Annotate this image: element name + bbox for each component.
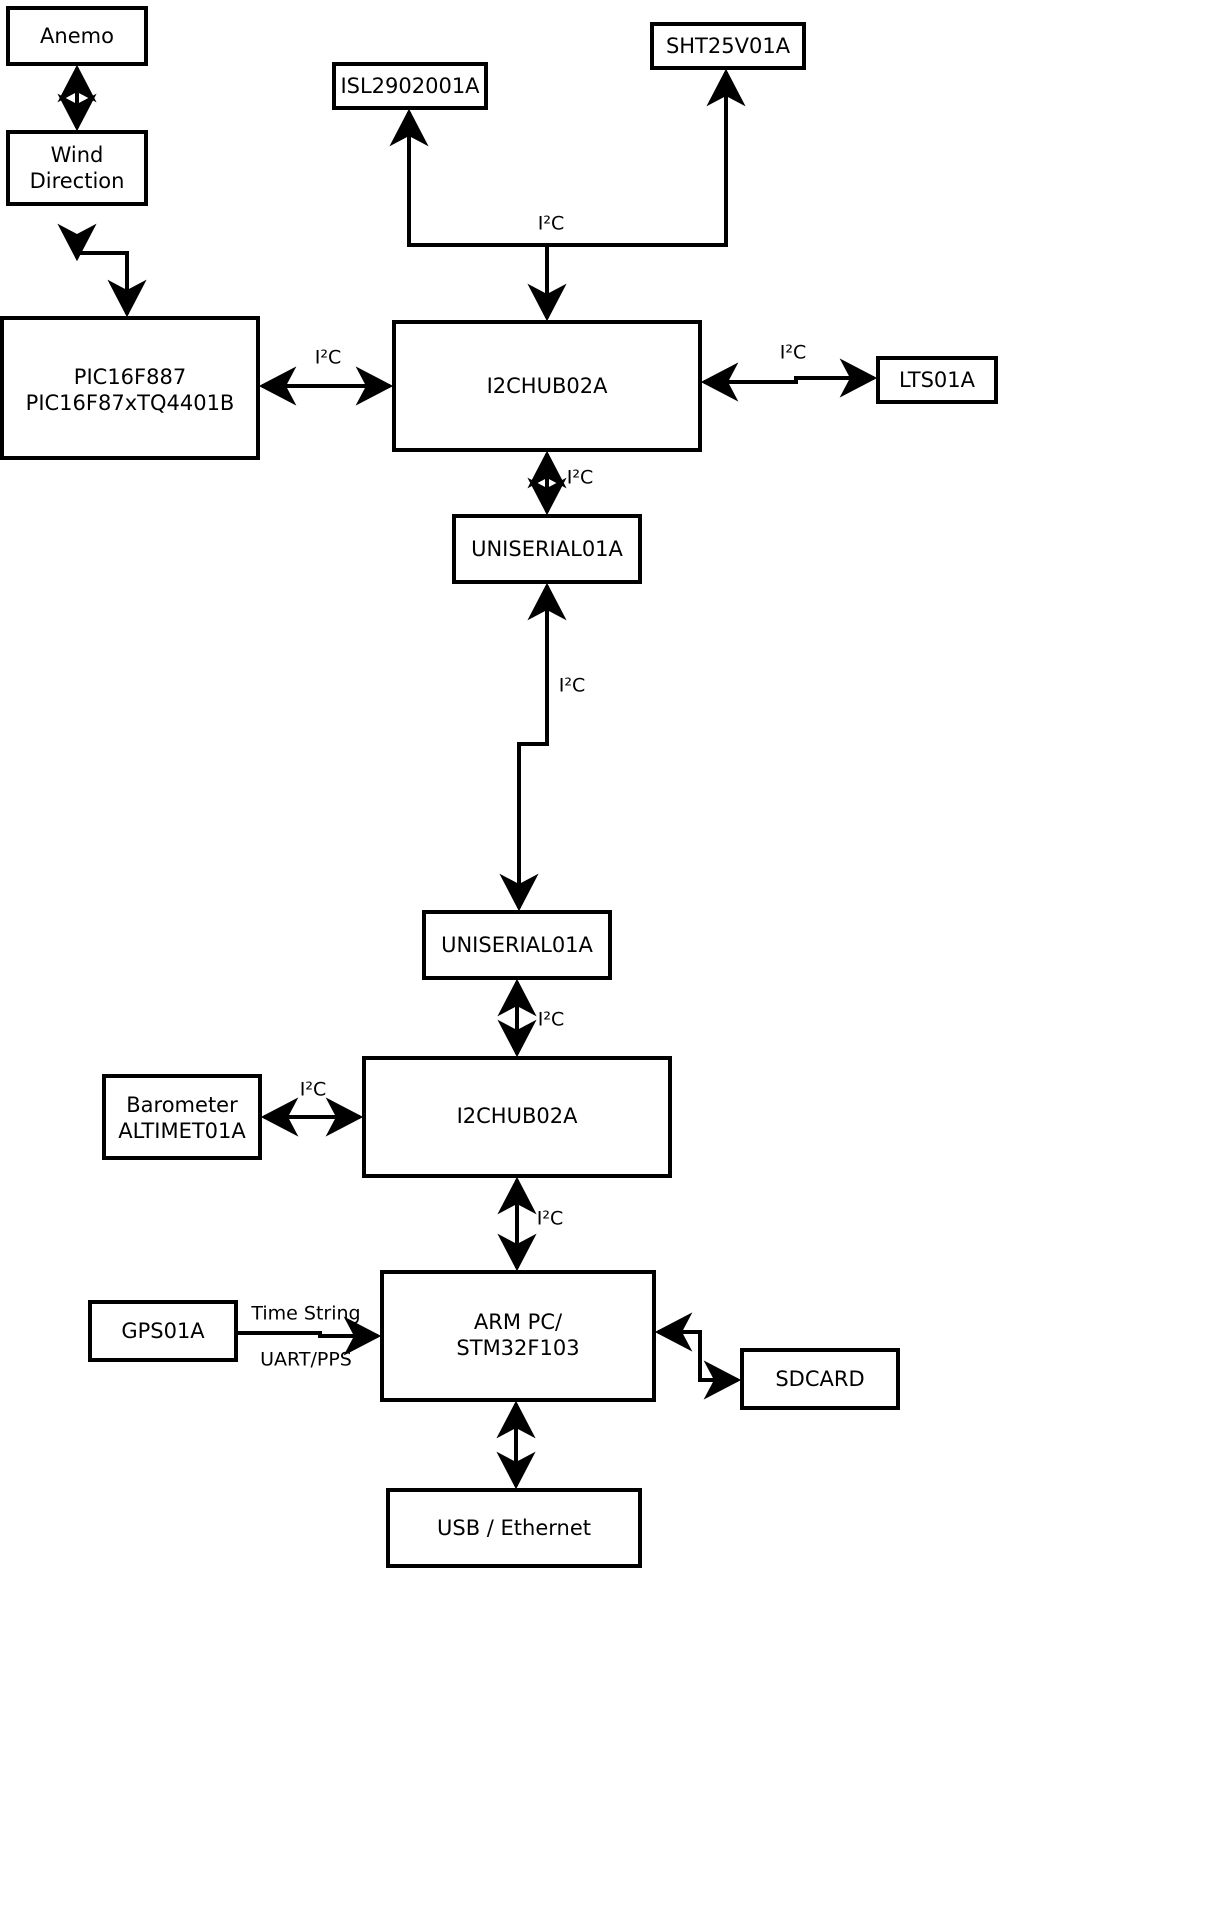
node-label-uniserial01a-lower: UNISERIAL01A bbox=[441, 933, 593, 957]
node-box[interactable] bbox=[740, 1348, 900, 1410]
node-label-gps01a: GPS01A bbox=[121, 1319, 205, 1343]
edge-uniserial-1-to-uniserial-2: I²C bbox=[499, 582, 586, 912]
node-box[interactable] bbox=[362, 1056, 672, 1178]
edge-pic-to-wind-direction bbox=[57, 223, 147, 318]
node-label-pic-line1: PIC16F887 bbox=[74, 365, 186, 389]
edge-label-time-string: Time String bbox=[250, 1303, 360, 1325]
node-box[interactable] bbox=[386, 1488, 642, 1568]
node-uniserial01a-upper[interactable]: UNISERIAL01A bbox=[452, 514, 642, 584]
node-sht25v01a[interactable]: SHT25V01A bbox=[650, 22, 806, 70]
node-label-sdcard: SDCARD bbox=[775, 1367, 864, 1391]
edge-arm-pc-to-sdcard bbox=[654, 1312, 742, 1400]
edge-path bbox=[57, 223, 147, 318]
edge-i2chub-top-to-lts: I²C bbox=[700, 342, 878, 402]
node-label-arm-pc-line1: ARM PC/ bbox=[474, 1310, 563, 1334]
edge-barometer-to-i2chub-bottom: I²C bbox=[260, 1079, 364, 1137]
node-box[interactable] bbox=[88, 1300, 238, 1362]
node-label-sht25v01a: SHT25V01A bbox=[666, 34, 791, 58]
node-box[interactable] bbox=[392, 320, 702, 452]
edge-uniserial-2-to-i2chub-bottom: I²C bbox=[497, 978, 565, 1058]
node-box[interactable] bbox=[0, 316, 260, 460]
node-label-pic-line2: PIC16F87xTQ4401B bbox=[26, 391, 235, 415]
node-box[interactable] bbox=[332, 62, 488, 110]
edge-label-i2c: I²C bbox=[300, 1079, 327, 1101]
node-label-uniserial01a-upper: UNISERIAL01A bbox=[471, 537, 623, 561]
node-label-barometer-line2: ALTIMET01A bbox=[118, 1119, 246, 1143]
node-anemo[interactable]: Anemo bbox=[6, 6, 148, 66]
edge-label-i2c: I²C bbox=[780, 342, 807, 364]
node-sdcard[interactable]: SDCARD bbox=[740, 1348, 900, 1410]
edge-path bbox=[700, 358, 878, 402]
node-i2chub02a-top[interactable]: I2CHUB02A bbox=[392, 320, 702, 452]
node-box[interactable] bbox=[650, 22, 806, 70]
edge-label-i2c: I²C bbox=[567, 467, 594, 489]
node-label-arm-pc-line2: STM32F103 bbox=[456, 1336, 579, 1360]
node-wind-direction[interactable]: Wind Direction bbox=[6, 130, 148, 206]
edge-label-i2c: I²C bbox=[537, 1208, 564, 1230]
edge-label-i2c: I²C bbox=[538, 1009, 565, 1031]
node-label-i2chub02a-top: I2CHUB02A bbox=[487, 374, 609, 398]
node-label-usb-ethernet: USB / Ethernet bbox=[437, 1516, 591, 1540]
node-label-isl2902001a: ISL2902001A bbox=[340, 74, 480, 98]
node-label-lts01a: LTS01A bbox=[899, 368, 976, 392]
node-barometer-altimet01a[interactable]: Barometer ALTIMET01A bbox=[102, 1074, 262, 1160]
edge-pic-to-i2chub-top: I²C bbox=[258, 347, 394, 406]
node-label-barometer-line1: Barometer bbox=[126, 1093, 238, 1117]
node-box[interactable] bbox=[876, 356, 998, 404]
edge-gps-to-arm-pc: Time String UART/PPS bbox=[236, 1303, 382, 1371]
node-label-anemo: Anemo bbox=[40, 24, 114, 48]
node-box[interactable] bbox=[102, 1074, 262, 1160]
node-box[interactable] bbox=[380, 1270, 656, 1402]
node-box[interactable] bbox=[6, 130, 148, 206]
node-arm-pc-stm32f103[interactable]: ARM PC/ STM32F103 bbox=[380, 1270, 656, 1402]
edge-i2chub-top-to-isl-and-sht: I²C bbox=[389, 68, 746, 322]
edge-label-uart-pps: UART/PPS bbox=[260, 1349, 352, 1371]
edge-label-i2c: I²C bbox=[538, 213, 565, 235]
node-box[interactable] bbox=[452, 514, 642, 584]
edge-path bbox=[499, 582, 567, 912]
edge-label-i2c: I²C bbox=[315, 347, 342, 369]
edge-path bbox=[654, 1312, 742, 1400]
node-isl2902001a[interactable]: ISL2902001A bbox=[332, 62, 488, 110]
edge-i2chub-bottom-to-arm-pc: I²C bbox=[497, 1176, 564, 1272]
node-usb-ethernet[interactable]: USB / Ethernet bbox=[386, 1488, 642, 1568]
edge-label-i2c: I²C bbox=[559, 675, 586, 697]
edge-i2chub-top-to-uniserial-1: I²C bbox=[527, 450, 594, 516]
node-label-wind-direction-line2: Direction bbox=[30, 169, 125, 193]
node-pic16f887[interactable]: PIC16F887 PIC16F87xTQ4401B bbox=[0, 316, 260, 460]
node-box[interactable] bbox=[6, 6, 148, 66]
edge-path bbox=[236, 1316, 382, 1356]
node-label-wind-direction-line1: Wind bbox=[51, 143, 104, 167]
node-label-i2chub02a-bottom: I2CHUB02A bbox=[457, 1104, 579, 1128]
node-gps01a[interactable]: GPS01A bbox=[88, 1300, 238, 1362]
node-uniserial01a-lower[interactable]: UNISERIAL01A bbox=[422, 910, 612, 980]
node-lts01a[interactable]: LTS01A bbox=[876, 356, 998, 404]
node-i2chub02a-bottom[interactable]: I2CHUB02A bbox=[362, 1056, 672, 1178]
node-box[interactable] bbox=[422, 910, 612, 980]
